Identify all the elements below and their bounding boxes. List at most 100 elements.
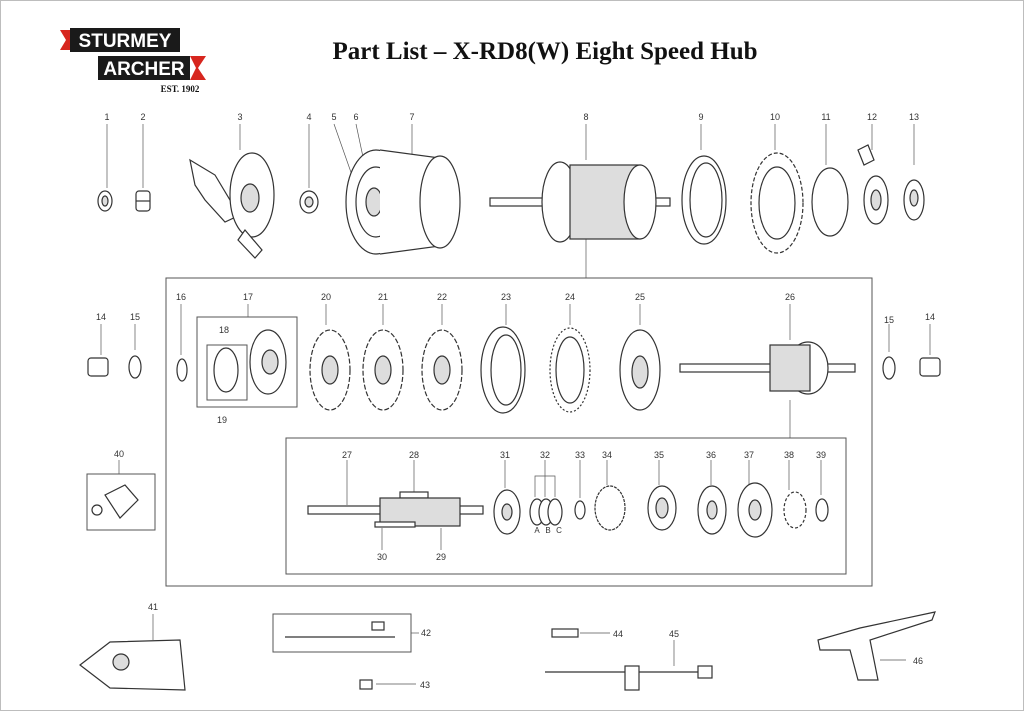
callout-29: 29 (436, 552, 446, 562)
part-46-brake-lever (817, 611, 936, 681)
callout-32: 32 (540, 450, 550, 460)
part-31-sun-gear (493, 460, 521, 535)
callout-27: 27 (342, 450, 352, 460)
callout-35: 35 (654, 450, 664, 460)
callout-4: 4 (306, 112, 311, 122)
callout-11: 11 (821, 112, 830, 122)
callout-8: 8 (583, 112, 588, 122)
part-1-nut (97, 124, 113, 212)
callout-13: 13 (909, 112, 919, 122)
part-32-sun-gears (529, 460, 563, 526)
part-34-spring (594, 460, 626, 531)
part-22-planet-cage (421, 304, 463, 411)
callout-25: 25 (635, 292, 645, 302)
callout-17: 17 (243, 292, 253, 302)
part-5-6-7-hub-shell (333, 123, 461, 255)
callout-42: 42 (421, 628, 431, 638)
part-10-sprocket (750, 124, 804, 254)
part-18-19-box (206, 344, 248, 401)
part-13-cone-wrench (903, 124, 925, 221)
callout-37: 37 (744, 450, 754, 460)
part-28-sliding-key (379, 460, 461, 527)
callout-26: 26 (785, 292, 795, 302)
part-2-nut (135, 124, 151, 212)
part-42-cable (285, 621, 419, 638)
part-43-cap (359, 679, 416, 690)
part-40-box (86, 473, 156, 531)
hub-internals-box (165, 277, 873, 587)
callout-44: 44 (613, 629, 623, 639)
part-38-bearing (783, 460, 807, 529)
sub-label-b: B (545, 526, 550, 535)
sub-label-c: C (556, 526, 562, 535)
callout-36: 36 (706, 450, 716, 460)
callout-31: 31 (500, 450, 510, 460)
part-17-clutch (213, 304, 287, 395)
callout-21: 21 (378, 292, 388, 302)
part-33-washer (574, 460, 586, 520)
callout-28: 28 (409, 450, 419, 460)
callout-10: 10 (770, 112, 780, 122)
callout-1: 1 (104, 112, 109, 122)
part-42-box (272, 613, 412, 653)
callout-14: 14 (96, 312, 106, 322)
logo-line2: ARCHER (103, 59, 185, 80)
callout-43: 43 (420, 680, 430, 690)
sturmey-archer-logo: STURMEY ARCHER EST. 1902 (60, 28, 206, 94)
callout-33: 33 (575, 450, 585, 460)
callout-15-right: 15 (884, 315, 894, 325)
part-20-planet-cage (309, 304, 351, 411)
page-title: Part List – X-RD8(W) Eight Speed Hub (332, 38, 758, 65)
part-25-driver (619, 304, 661, 411)
part-41-shifter (79, 614, 186, 691)
part-15-right-washer (882, 324, 896, 380)
callout-30: 30 (377, 552, 387, 562)
callout-5: 5 (331, 112, 336, 122)
callout-2: 2 (140, 112, 145, 122)
callout-14-right: 14 (925, 312, 935, 322)
callout-38: 38 (784, 450, 794, 460)
callout-24: 24 (565, 292, 575, 302)
logo-established: EST. 1902 (161, 84, 200, 94)
part-24-bearing (549, 304, 591, 413)
part-14-left-nut (87, 324, 109, 377)
logo-line1: STURMEY (79, 31, 172, 52)
part-17-box (196, 316, 298, 408)
axle-assembly-box (285, 437, 847, 575)
callout-23: 23 (501, 292, 511, 302)
part-16-ring (176, 304, 188, 382)
callout-15: 15 (130, 312, 140, 322)
part-37-clutch-ring (737, 460, 773, 538)
part-9-ring (681, 124, 727, 245)
callout-39: 39 (816, 450, 826, 460)
callout-6: 6 (353, 112, 358, 122)
part-11-circlip (811, 124, 849, 237)
part-36-plate (697, 460, 727, 535)
part-15-left-washer (128, 324, 142, 379)
callout-19: 19 (217, 415, 227, 425)
callout-34: 34 (602, 450, 612, 460)
part-35-carrier (647, 460, 677, 531)
callout-12: 12 (867, 112, 877, 122)
callout-40: 40 (114, 449, 124, 459)
part-3-brake-plate (189, 124, 275, 259)
sub-label-a: A (534, 526, 540, 535)
part-39-nut (815, 460, 829, 522)
part-26-axle-assembly (679, 304, 856, 395)
part-40-cable-clamp (91, 460, 139, 519)
part-14-right-nut (919, 324, 941, 377)
callout-16: 16 (176, 292, 186, 302)
part-4-cone (299, 124, 319, 214)
callout-46: 46 (913, 656, 923, 666)
part-8-hub-internals (489, 124, 671, 243)
part-12-lock-washer (857, 124, 889, 225)
part-45-cable-assembly (545, 640, 713, 691)
callout-18: 18 (219, 325, 229, 335)
part-23-gear-ring (480, 304, 526, 414)
callout-3: 3 (237, 112, 242, 122)
callout-22: 22 (437, 292, 447, 302)
callout-41: 41 (148, 602, 158, 612)
callout-20: 20 (321, 292, 331, 302)
